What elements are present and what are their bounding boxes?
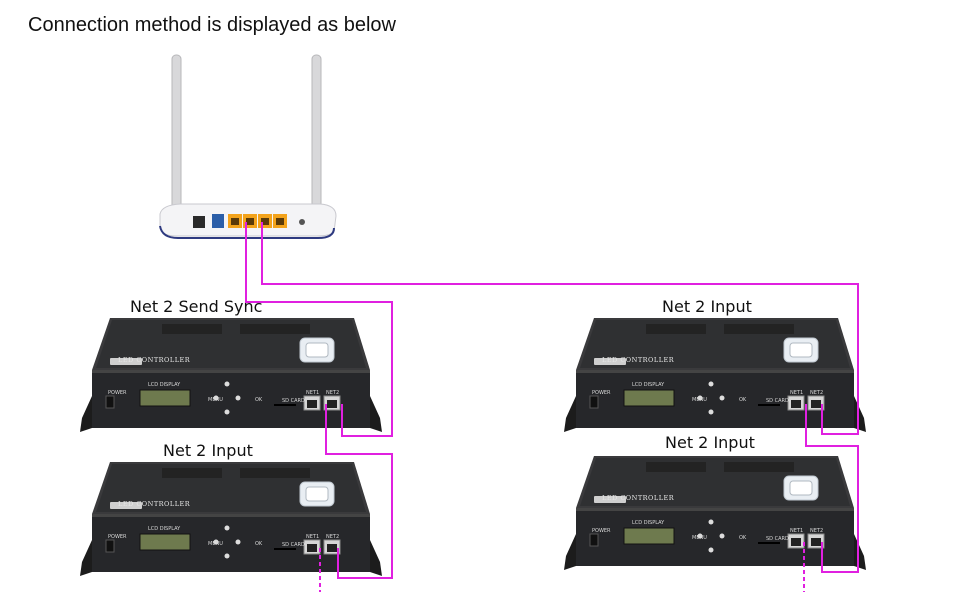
cable-top-right-to-bottom-right	[805, 404, 859, 573]
svg-text:SD CARD: SD CARD	[766, 398, 789, 404]
controller-bottom-right	[563, 455, 867, 571]
svg-text:OK: OK	[255, 541, 263, 547]
label-bottom-left: Net 2 Input	[163, 441, 253, 460]
svg-text:NET2: NET2	[326, 390, 339, 396]
svg-text:LCD DISPLAY: LCD DISPLAY	[148, 382, 181, 388]
cable-top-left-to-bottom-left	[325, 404, 393, 579]
svg-text:OK: OK	[739, 397, 747, 403]
svg-text:LED CONTROLLER: LED CONTROLLER	[118, 500, 191, 508]
svg-text:LED CONTROLLER: LED CONTROLLER	[602, 494, 675, 502]
page-title: Connection method is displayed as below	[28, 14, 396, 36]
svg-text:LCD DISPLAY: LCD DISPLAY	[148, 526, 181, 532]
router-image	[159, 54, 337, 239]
svg-text:OK: OK	[739, 535, 747, 541]
svg-text:POWER: POWER	[592, 390, 611, 396]
cable-router-to-top-left	[245, 222, 393, 437]
label-top-left: Net 2 Send Sync	[130, 297, 263, 316]
svg-text:NET1: NET1	[790, 528, 803, 534]
controller-top-right	[563, 317, 867, 433]
controller-text-group: LED CONTROLLER POWER LCD DISPLAY MENU OK…	[108, 356, 823, 548]
cable-router-to-top-right	[261, 222, 859, 435]
svg-text:NET2: NET2	[810, 528, 823, 534]
svg-text:MENU: MENU	[208, 397, 223, 403]
svg-text:NET1: NET1	[306, 390, 319, 396]
svg-text:LCD DISPLAY: LCD DISPLAY	[632, 382, 665, 388]
svg-text:POWER: POWER	[108, 390, 127, 396]
svg-text:MENU: MENU	[692, 397, 707, 403]
controller-top-left	[79, 317, 383, 433]
label-top-right: Net 2 Input	[662, 297, 752, 316]
svg-text:OK: OK	[255, 397, 263, 403]
controller-bottom-left	[79, 461, 383, 577]
label-bottom-right: Net 2 Input	[665, 433, 755, 452]
svg-text:NET2: NET2	[810, 390, 823, 396]
svg-text:POWER: POWER	[592, 528, 611, 534]
svg-text:LED CONTROLLER: LED CONTROLLER	[602, 356, 675, 364]
svg-text:MENU: MENU	[208, 541, 223, 547]
svg-text:POWER: POWER	[108, 534, 127, 540]
svg-text:NET1: NET1	[306, 534, 319, 540]
svg-text:NET1: NET1	[790, 390, 803, 396]
svg-text:SD CARD: SD CARD	[282, 542, 305, 548]
svg-text:SD CARD: SD CARD	[766, 536, 789, 542]
svg-text:SD CARD: SD CARD	[282, 398, 305, 404]
svg-text:LCD DISPLAY: LCD DISPLAY	[632, 520, 665, 526]
controller-brand-text: LED CONTROLLER	[118, 356, 191, 364]
svg-text:MENU: MENU	[692, 535, 707, 541]
svg-text:NET2: NET2	[326, 534, 339, 540]
cable-group	[245, 222, 859, 592]
